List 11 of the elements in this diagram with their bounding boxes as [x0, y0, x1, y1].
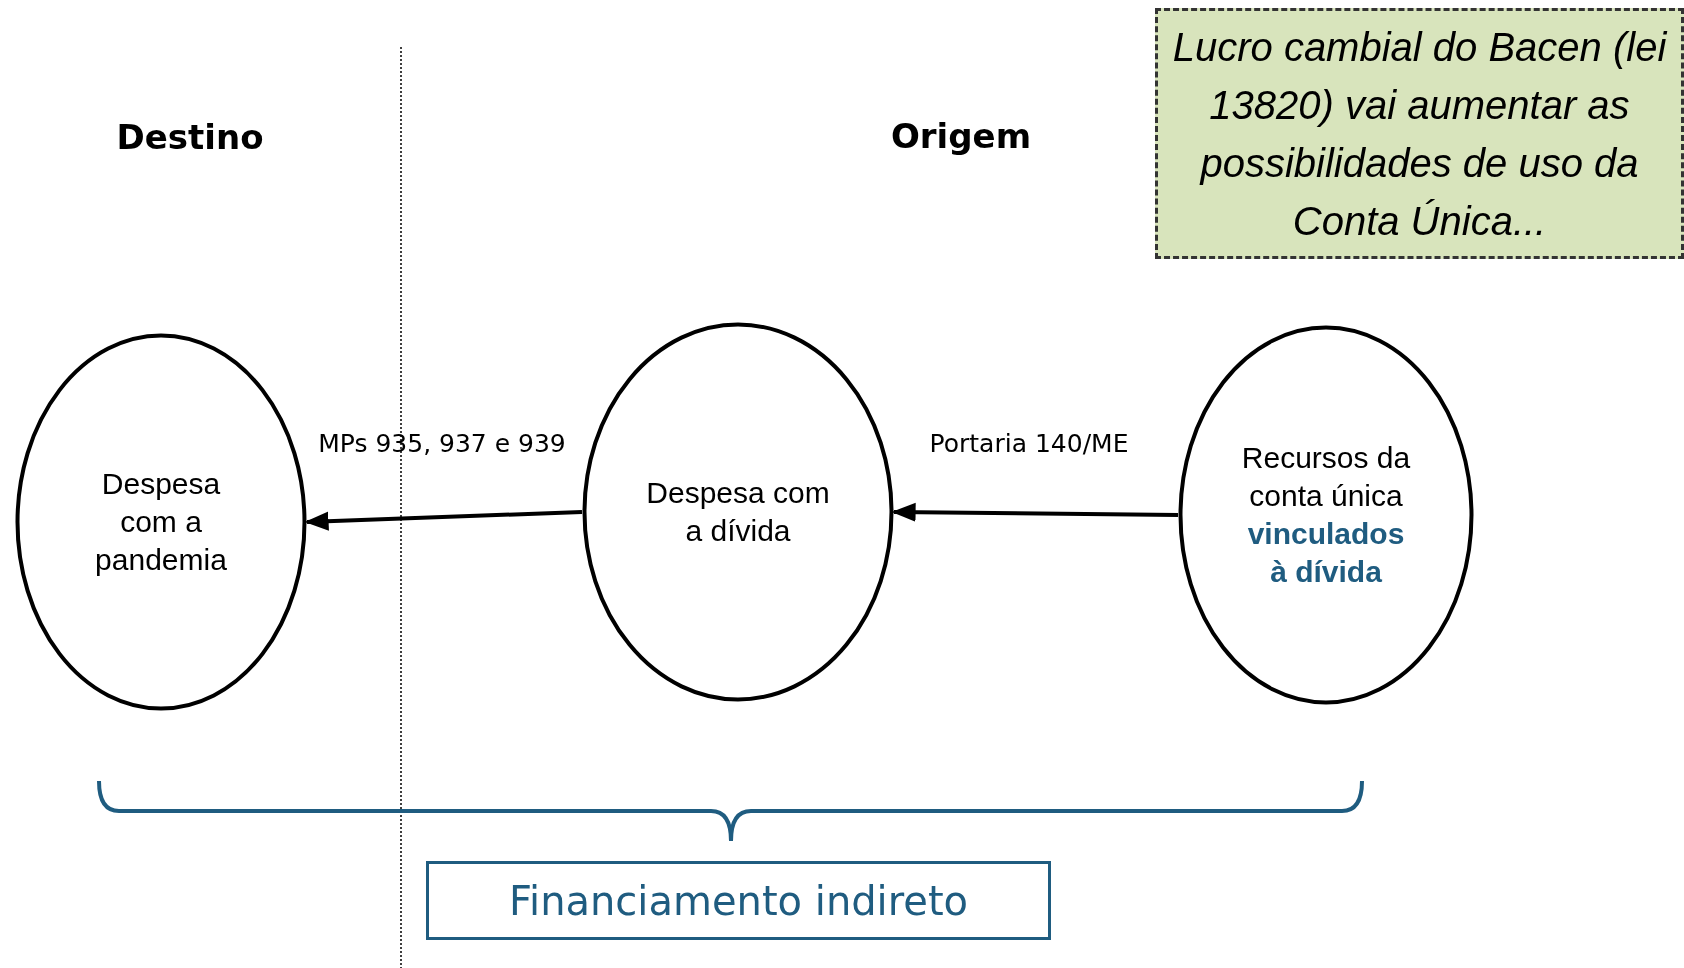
node-label: Despesa com a dívida	[645, 475, 831, 549]
edge-label: MPs 935, 937 e 939	[318, 428, 566, 458]
section-heading: Origem	[890, 116, 1032, 156]
arrow	[891, 502, 1179, 522]
node-label: Recursos da conta única vinculados à dívida	[1241, 440, 1411, 590]
edge-label: Portaria 140/ME	[929, 428, 1129, 458]
note-box: Lucro cambial do Bacen (lei 13820) vai aumentar as possibilidades de uso da Conta Única...	[1155, 8, 1684, 259]
arrow	[304, 510, 583, 531]
caption-box: Financiamento indireto	[426, 861, 1051, 940]
section-heading: Destino	[116, 117, 264, 157]
node-label: Despesa com a pandemia	[94, 466, 228, 578]
